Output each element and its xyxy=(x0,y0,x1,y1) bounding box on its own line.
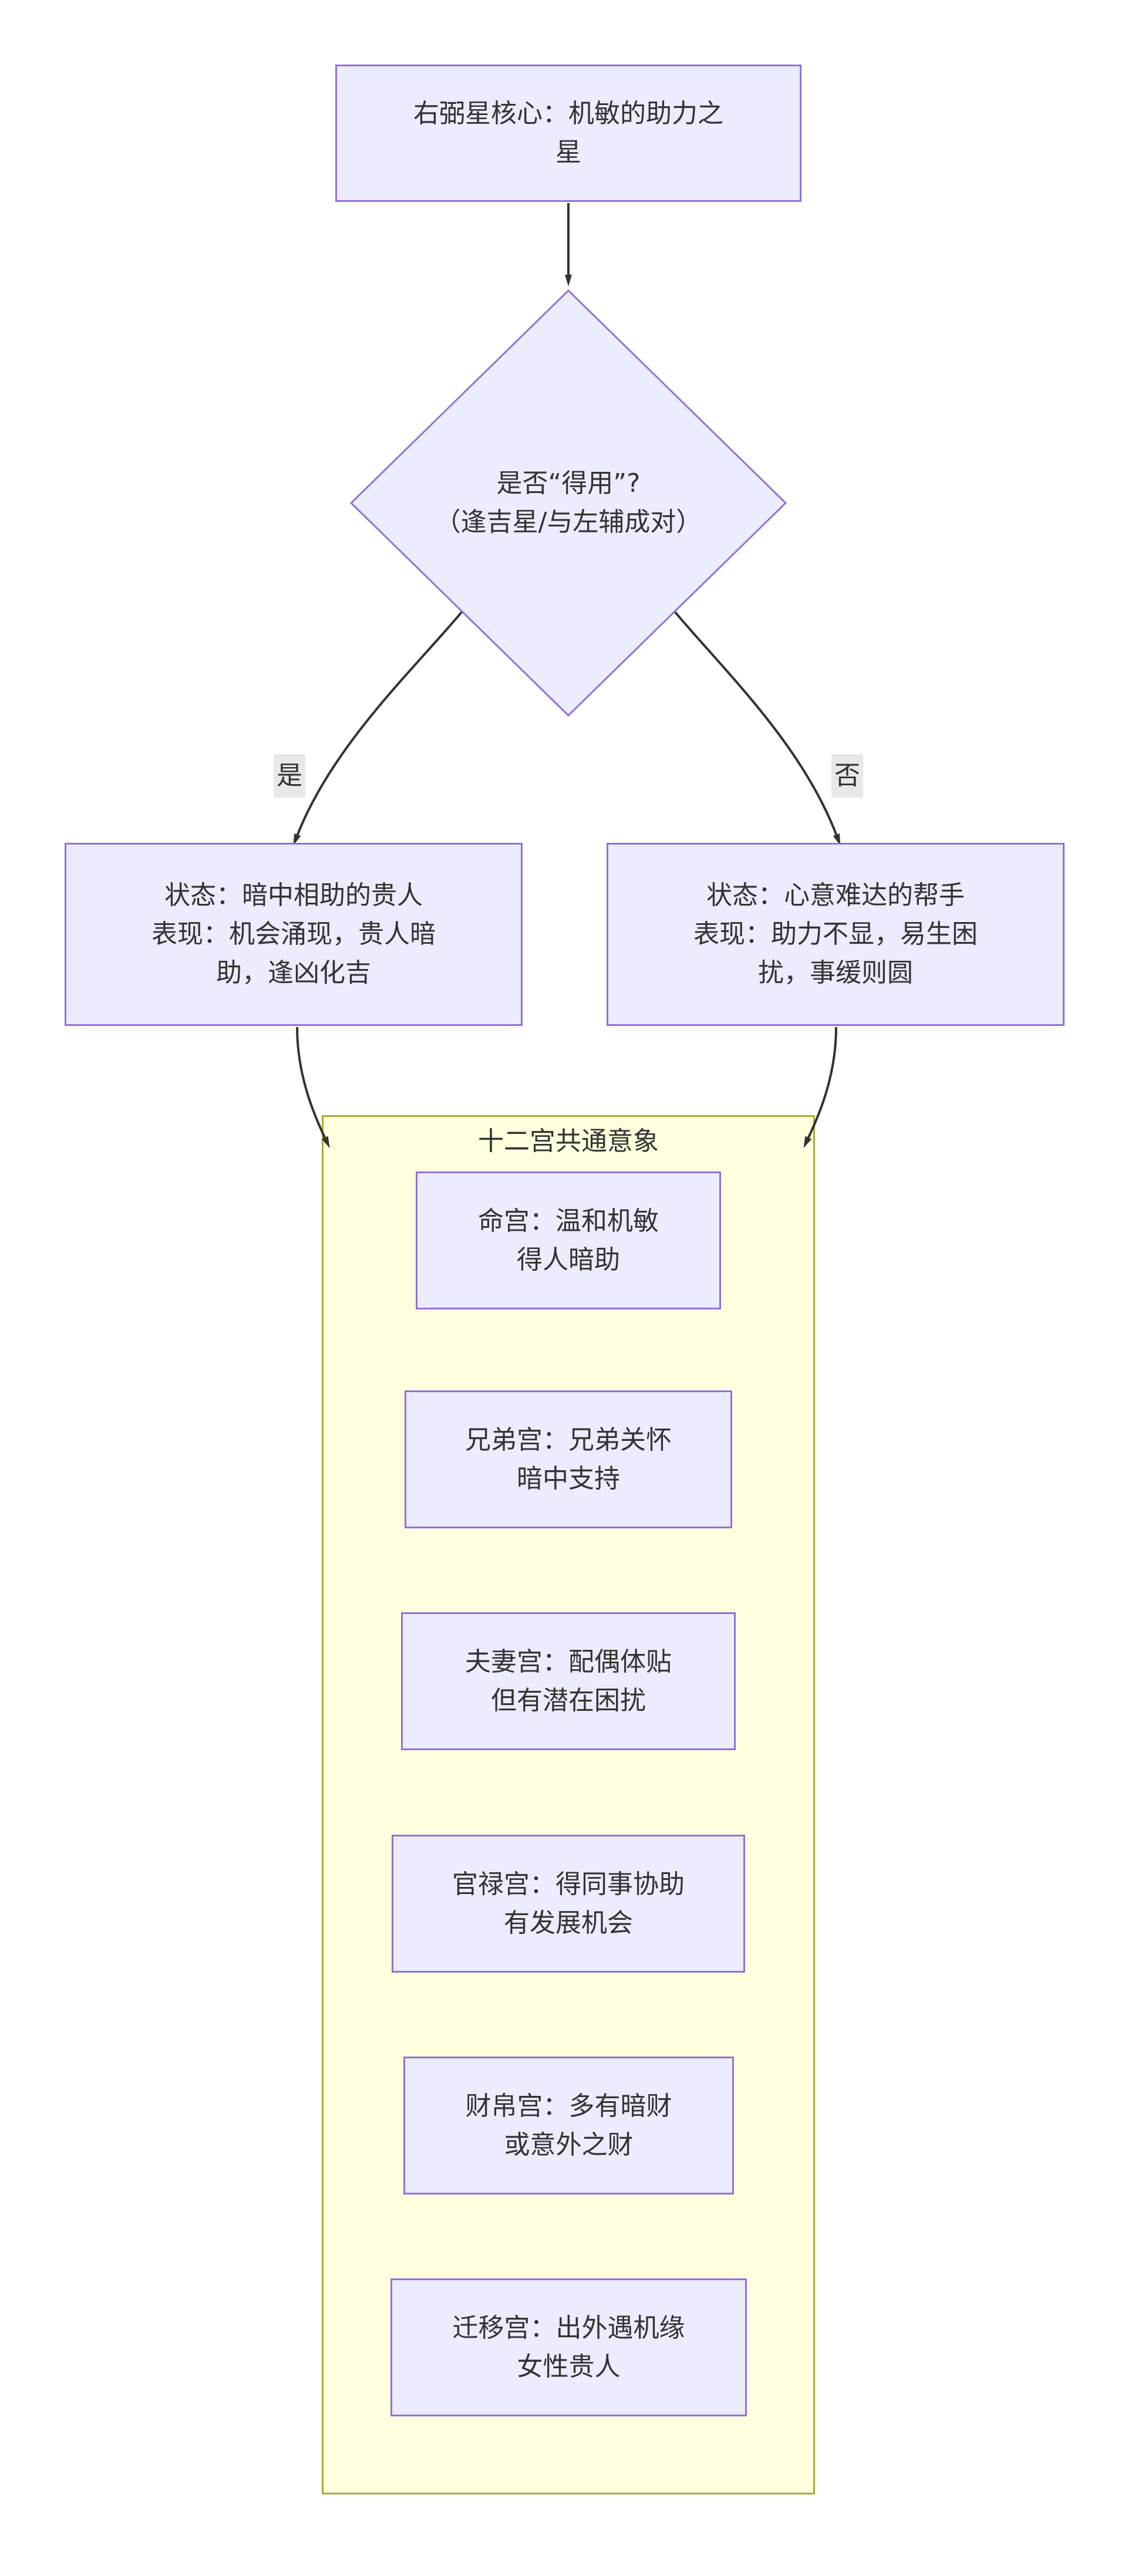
cluster-title: 十二宫共通意象 xyxy=(478,1126,659,1156)
root-node: 右弼星核心：机敏的助力之 星 xyxy=(335,65,801,202)
yes-outcome-line: 助，逢凶化吉 xyxy=(216,958,371,988)
decision-node-label: 是否“得用”? （逢吉星/与左辅成对） xyxy=(351,464,786,542)
palace-node-qianyi: 迁移宫：出外遇机缘 女性贵人 xyxy=(390,2278,747,2416)
no-outcome-line: 状态：心意难达的帮手 xyxy=(706,880,965,910)
palace-line: 财帛宫：多有暗财 xyxy=(465,2091,672,2121)
edge-decision-to-yes xyxy=(293,610,463,846)
palace-node-fuqi: 夫妻宫：配偶体贴 但有潜在困扰 xyxy=(401,1612,736,1750)
palace-node-xiongdi: 兄弟宫：兄弟关怀 暗中支持 xyxy=(405,1390,732,1528)
palace-node-ming: 命宫：温和机敏 得人暗助 xyxy=(416,1171,721,1309)
edge-no-to-cluster xyxy=(803,1027,837,1149)
edge-decision-to-no xyxy=(673,610,841,846)
yes-outcome-line: 表现：机会涌现，贵人暗 xyxy=(151,919,436,949)
yes-outcome-node: 状态：暗中相助的贵人 表现：机会涌现，贵人暗 助，逢凶化吉 xyxy=(65,843,523,1026)
palace-line: 兄弟宫：兄弟关怀 xyxy=(465,1424,672,1455)
palace-line: 迁移宫：出外遇机缘 xyxy=(452,2312,685,2343)
palace-node-guanlu: 官禄宫：得同事协助 有发展机会 xyxy=(392,1835,745,1973)
decision-line: （逢吉星/与左辅成对） xyxy=(435,507,702,537)
palace-line: 官禄宫：得同事协助 xyxy=(452,1869,685,1899)
decision-diamond-shape xyxy=(349,289,787,717)
palace-node-caibo: 财帛宫：多有暗财 或意外之财 xyxy=(403,2057,734,2195)
palace-line: 命宫：温和机敏 xyxy=(478,1206,659,1236)
decision-line: 是否“得用”? xyxy=(496,468,641,498)
root-node-line: 星 xyxy=(555,137,581,167)
no-outcome-line: 扰，事缓则圆 xyxy=(758,958,913,988)
yes-outcome-line: 状态：暗中相助的贵人 xyxy=(164,880,423,910)
root-node-line: 右弼星核心：机敏的助力之 xyxy=(413,99,723,129)
palace-line: 得人暗助 xyxy=(517,1244,620,1275)
no-outcome-line: 表现：助力不显，易生困 xyxy=(693,919,978,949)
no-outcome-node: 状态：心意难达的帮手 表现：助力不显，易生困 扰，事缓则圆 xyxy=(607,843,1065,1026)
palace-line: 但有潜在困扰 xyxy=(491,1685,646,1716)
palace-line: 暗中支持 xyxy=(517,1463,620,1494)
palace-line: 女性贵人 xyxy=(517,2351,621,2382)
edge-label-no: 否 xyxy=(831,754,863,798)
palace-line: 夫妻宫：配偶体贴 xyxy=(465,1646,672,1677)
cluster-twelve-palaces xyxy=(322,1115,815,2494)
palace-line: 或意外之财 xyxy=(504,2129,634,2160)
edge-yes-to-cluster xyxy=(296,1027,330,1149)
palace-line: 有发展机会 xyxy=(504,1907,633,1938)
edge-label-yes: 是 xyxy=(274,754,305,798)
